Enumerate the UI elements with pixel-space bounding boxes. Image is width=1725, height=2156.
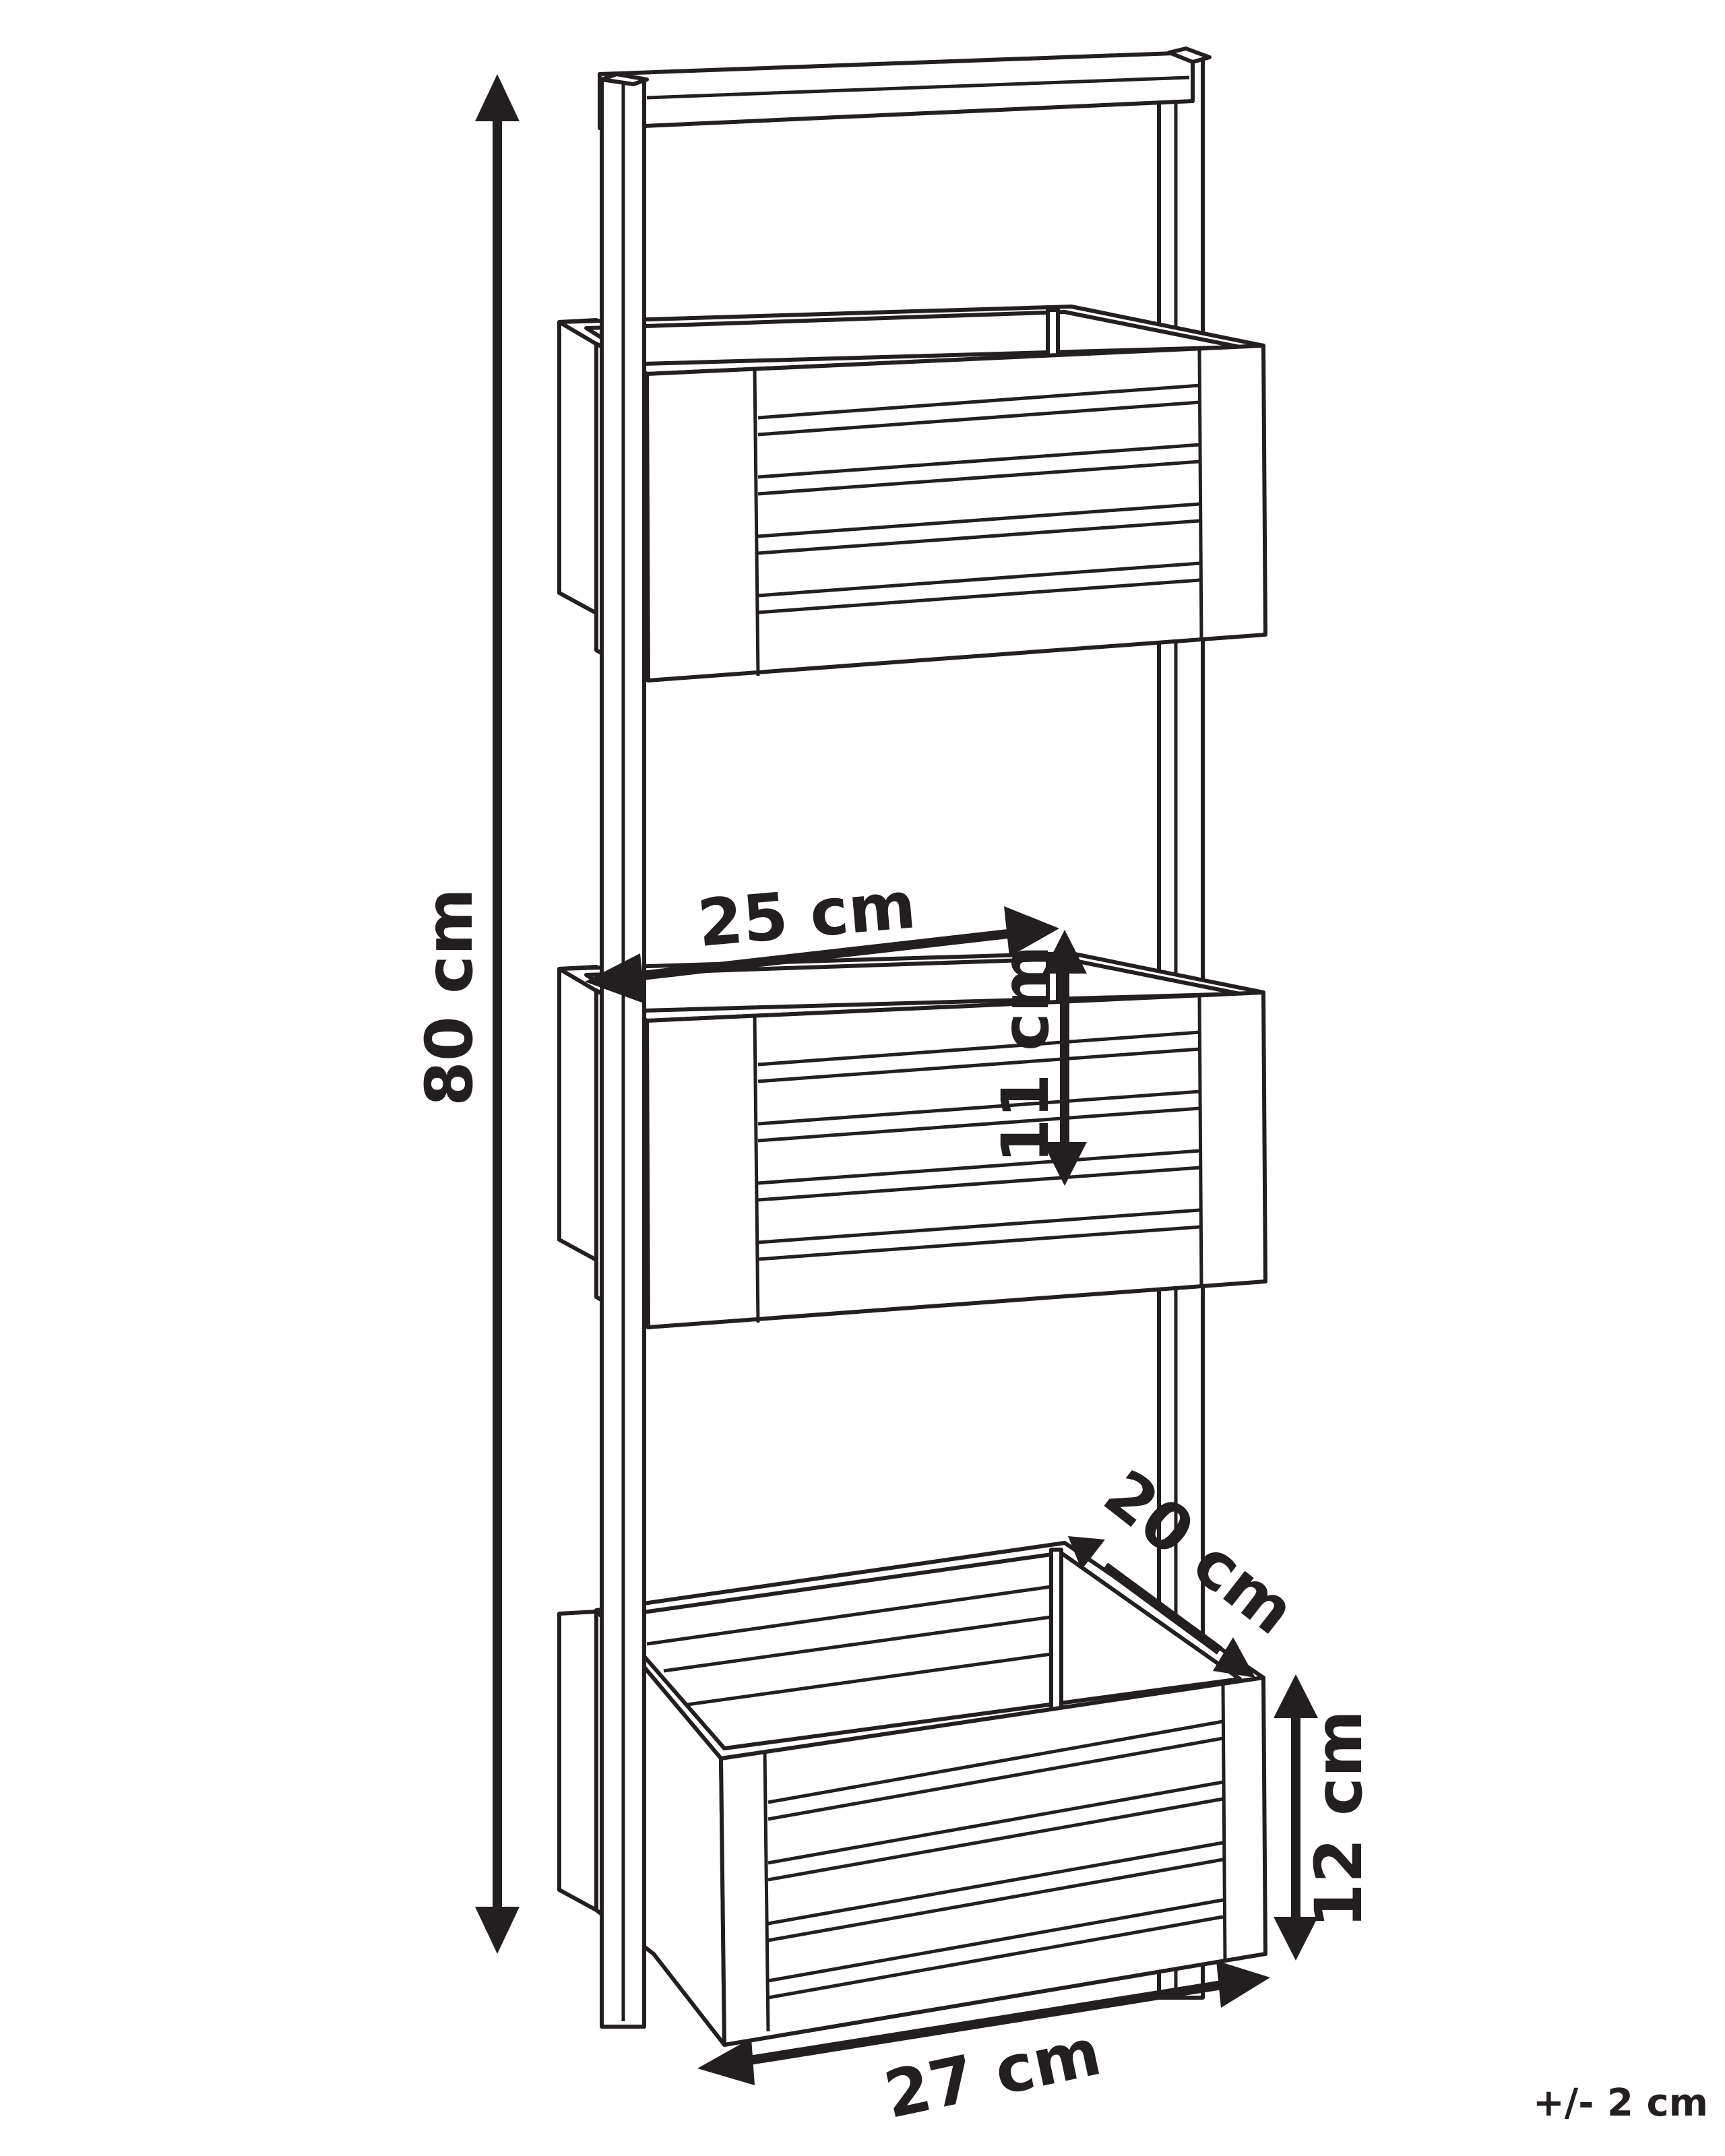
crate-top	[559, 307, 1265, 680]
crate-middle	[559, 953, 1265, 1327]
dimension-crate-inner-height: 11 cm	[988, 930, 1087, 1186]
dimension-crate-width-top: 25 cm	[585, 867, 1059, 1004]
label-crate-inner-height: 11 cm	[988, 945, 1063, 1164]
label-overall-height: 80 cm	[412, 888, 487, 1106]
crate-bottom	[557, 1541, 1267, 2047]
label-crate-height: 12 cm	[1301, 1710, 1377, 1928]
dimension-crate-height: 12 cm	[1274, 1674, 1377, 1961]
tolerance-note: +/- 2 cm	[1533, 2081, 1708, 2125]
frame-front-post	[600, 72, 649, 2029]
frame-top-rail	[598, 46, 1212, 130]
dimension-overall-height: 80 cm	[412, 74, 520, 1954]
